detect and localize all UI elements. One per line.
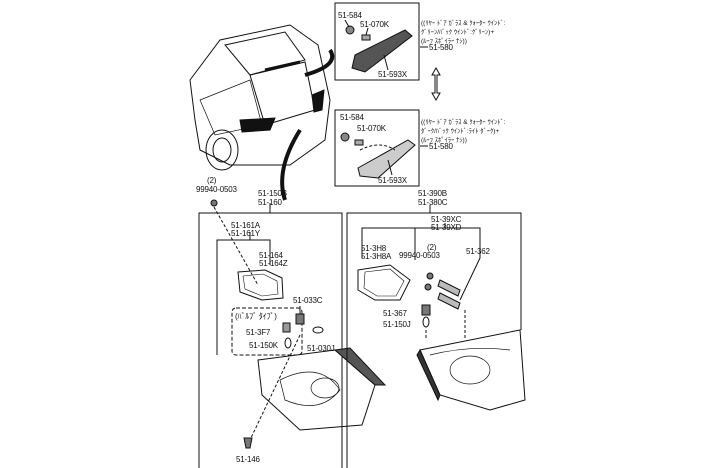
part-label: 51-593X <box>378 176 407 185</box>
note-line: ｸﾞﾘｰﾝ/ﾊﾞｯｸ ｳｲﾝﾄﾞ:ｸﾞﾘｰﾝ)+ <box>421 29 495 36</box>
part-label: 51-380C <box>418 198 448 207</box>
left-lamp-assy-box <box>198 212 343 468</box>
high-mount-lamp-green <box>344 19 428 73</box>
part-label: 51-160 <box>258 198 282 207</box>
car-illustration <box>189 24 335 201</box>
part-label: 51-164 <box>259 251 283 260</box>
part-label: 51-150J <box>383 320 411 329</box>
note-line: (ﾙｰﾌ ｽﾎﾟｲﾗｰ ﾅｼ)) <box>421 137 467 144</box>
left-tail-lamp <box>257 347 387 431</box>
part-label: 51-584 <box>340 113 364 122</box>
right-tail-lamp <box>416 329 526 411</box>
part-label: 51-584 <box>338 11 362 20</box>
part-label: 51-146 <box>236 455 260 464</box>
part-label: 51-070K <box>357 124 386 133</box>
bulb-type-box <box>231 307 303 356</box>
left-gasket <box>237 269 284 301</box>
double-arrow <box>431 66 441 102</box>
part-label: 51-161Y <box>231 229 260 238</box>
note-line: (ﾙｰﾌ ｽﾎﾟｲﾗｰ ﾅｼ)) <box>421 38 467 45</box>
part-label: 51-39XC <box>431 215 462 224</box>
part-label: 51-3H8A <box>361 252 392 261</box>
right-gasket <box>357 264 411 301</box>
note-line: ((ﾘﾔｰ ﾄﾞｱ ｶﾞﾗｽ & ｸｫｰﾀｰ ｳｲﾝﾄﾞ: <box>421 20 506 27</box>
high-mount-lamp-box-green <box>334 2 420 81</box>
qty-label: (2) <box>427 243 437 252</box>
part-label: 51-3H8 <box>361 244 387 253</box>
screw-icon <box>210 199 218 207</box>
variant-note: ((ﾘﾔｰ ﾄﾞｱ ｶﾞﾗｽ & ｸｫｰﾀｰ ｳｲﾝﾄﾞ: ｸﾞﾘｰﾝ/ﾊﾞｯｸ… <box>421 19 506 46</box>
qty-label: (2) <box>207 176 217 185</box>
variant-note: ((ﾘﾔｰ ﾄﾞｱ ｶﾞﾗｽ & ｸｫｰﾀｰ ｳｲﾝﾄﾞ: ﾀﾞｰｸ/ﾊﾞｯｸ … <box>421 118 506 145</box>
part-label: 51-390B <box>418 189 447 198</box>
part-label: 51-150B <box>258 189 287 198</box>
part-label: 51-362 <box>466 247 490 256</box>
part-label: 51-39XD <box>431 223 462 232</box>
right-lamp-assy-box <box>346 212 522 468</box>
clip-icon <box>243 437 253 449</box>
part-label: 51-593X <box>378 70 407 79</box>
part-label: 51-367 <box>383 309 407 318</box>
note-line: ﾀﾞｰｸ/ﾊﾞｯｸ ｳｲﾝﾄﾞ:ﾗｲﾄ ﾀﾞｰｸ)+ <box>421 128 500 135</box>
bulb-type-label: (ﾊﾞﾙﾌﾞ ﾀｲﾌﾟ) <box>235 312 277 321</box>
part-label: 99940-0503 <box>399 251 440 260</box>
high-mount-lamp-dark <box>340 132 428 179</box>
part-label: 51-030J <box>307 344 335 353</box>
part-label: 99940-0503 <box>196 185 237 194</box>
part-label: 51-070K <box>360 20 389 29</box>
part-label: 51-3F7 <box>246 328 271 337</box>
part-label: 51-580 <box>429 43 453 52</box>
note-line: ((ﾘﾔｰ ﾄﾞｱ ｶﾞﾗｽ & ｸｫｰﾀｰ ｳｲﾝﾄﾞ: <box>421 119 506 126</box>
part-label: 51-033C <box>293 296 323 305</box>
part-label: 51-164Z <box>259 259 288 268</box>
high-mount-lamp-box-dark <box>334 109 420 187</box>
part-label: 51-580 <box>429 142 453 151</box>
part-label: 51-150K <box>249 341 278 350</box>
part-label: 51-161A <box>231 221 260 230</box>
